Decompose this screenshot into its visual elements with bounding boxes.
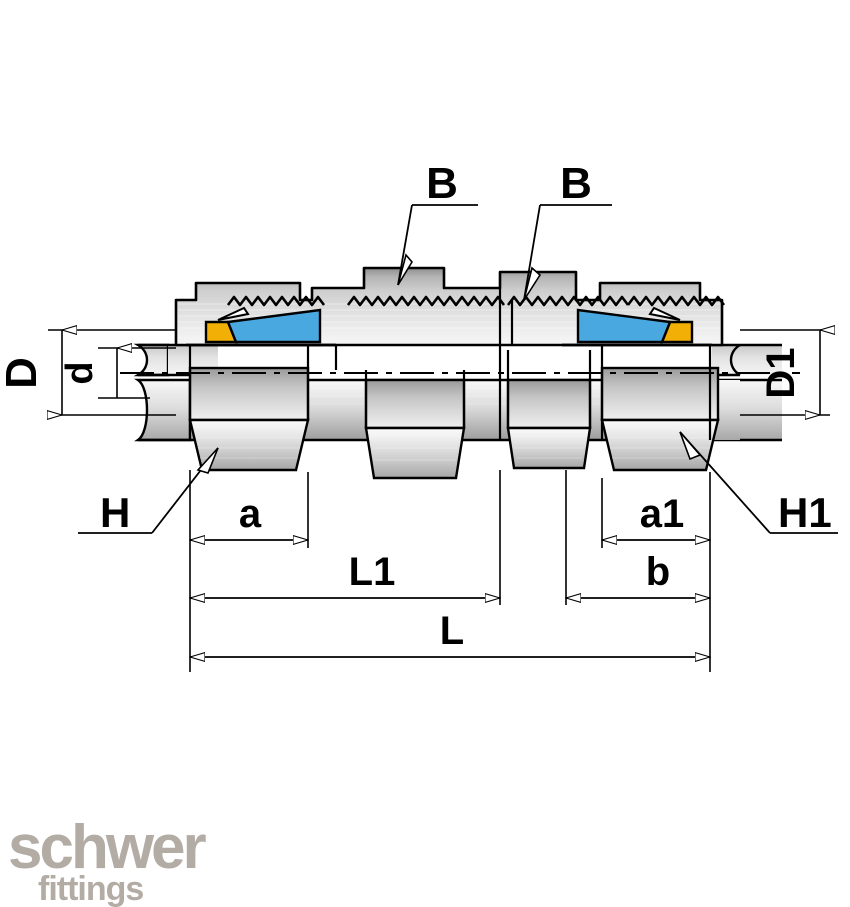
tube-left [133, 343, 322, 442]
hex-locknut-1 [364, 378, 466, 480]
cutting-ring-left [186, 306, 336, 347]
dimension-label-d: d [59, 361, 101, 384]
dimension-b: b [566, 550, 710, 598]
cutting-ring-right [562, 306, 712, 347]
label-B-right: B [560, 159, 592, 208]
leader-B-right: B [523, 159, 612, 301]
hex-nut-left [188, 366, 310, 472]
company-logo: schwer fittings [8, 813, 210, 907]
dimension-label-a1: a1 [640, 492, 685, 536]
dimension-label-L: L [440, 609, 464, 653]
hex-locknut-2 [506, 378, 592, 470]
extension-lines [189, 470, 711, 672]
dimension-L: L [190, 609, 710, 657]
thread-profile-right [506, 295, 726, 307]
hex-nut-right [600, 366, 720, 472]
dimension-label-b: b [646, 550, 670, 594]
thread-profile-left [226, 295, 506, 307]
dimension-L1: L1 [190, 550, 500, 598]
label-H: H [100, 489, 130, 536]
logo-wordmark: schwer [8, 813, 207, 882]
label-B-left: B [426, 159, 458, 208]
label-H1: H1 [778, 489, 832, 536]
dimension-label-D: D [0, 357, 46, 389]
leader-H: H [78, 447, 219, 536]
dimension-D1: D1 [740, 330, 830, 415]
dimension-a: a [190, 492, 308, 540]
leader-B-left: B [397, 159, 478, 286]
logo-tagline: fittings [38, 870, 143, 907]
body-detail-lines [188, 288, 712, 440]
dimension-D: D [0, 330, 176, 415]
dimension-a1: a1 [602, 492, 710, 540]
fitting-assembly [120, 266, 800, 480]
leader-H1: H1 [679, 431, 838, 536]
dimension-label-D1: D1 [759, 347, 803, 398]
dimension-label-a: a [239, 492, 262, 536]
dimension-label-L1: L1 [349, 550, 396, 594]
dimension-d: d [59, 348, 176, 399]
